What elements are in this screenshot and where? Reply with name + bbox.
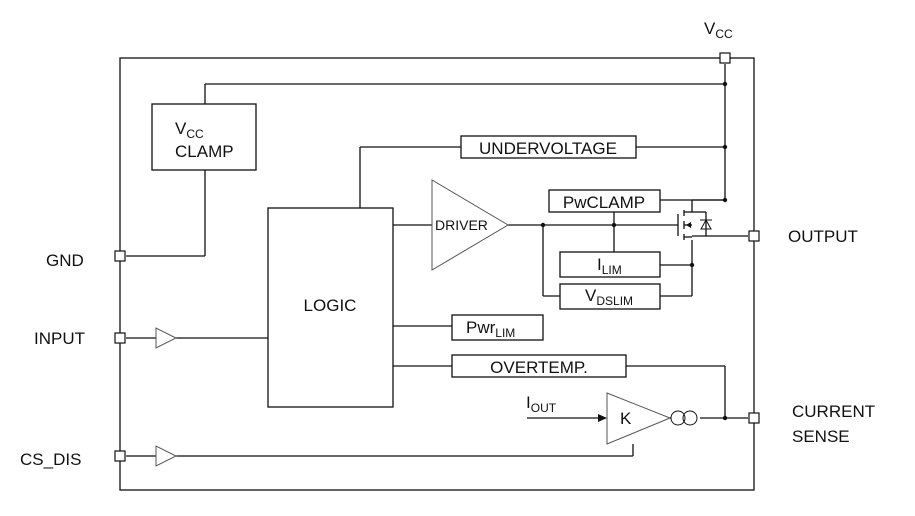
current-sense-pin <box>748 412 760 424</box>
vdslim-block <box>559 283 661 310</box>
pwrlim-block <box>451 314 544 341</box>
driver-label: DRIVER <box>435 217 488 233</box>
pwclamp-block <box>548 189 661 213</box>
output-pin <box>748 230 760 242</box>
current-sense-amplifier <box>606 392 672 445</box>
undervoltage-block <box>460 135 637 159</box>
pwclamp-label: PwCLAMP <box>563 193 645 212</box>
input-buffer <box>155 327 178 349</box>
pwrlim-label: PwrLIM <box>466 318 515 340</box>
input-pin <box>114 332 126 344</box>
wires <box>126 64 748 457</box>
logic-label: LOGIC <box>304 296 357 315</box>
iout-label: IOUT <box>526 393 557 415</box>
ilim-block <box>559 251 661 278</box>
current-sense-label-line2: SENSE <box>792 427 850 446</box>
junction-dots <box>540 81 728 421</box>
ilim-label: ILIM <box>597 255 622 277</box>
cs-dis-buffer <box>155 445 178 467</box>
cs-dis-pin <box>114 450 126 462</box>
vcc-pin <box>719 52 731 64</box>
undervoltage-label: UNDERVOLTAGE <box>479 139 617 158</box>
driver-amplifier <box>431 179 509 271</box>
vcc-clamp-label-line2: CLAMP <box>175 142 234 161</box>
cs-dis-pin-label: CS_DIS <box>20 450 81 469</box>
gnd-pin <box>114 250 126 262</box>
vcc-clamp-block <box>151 103 257 171</box>
vcc-pin-label: VCC <box>704 19 733 41</box>
gnd-pin-label: GND <box>46 251 84 270</box>
overtemp-label: OVERTEMP. <box>490 358 588 377</box>
chip-boundary <box>119 57 755 491</box>
current-source-circle-right <box>682 410 698 426</box>
vcc-clamp-label: VCC <box>175 119 204 141</box>
current-sense-label-line1: CURRENT <box>792 402 875 421</box>
logic-block <box>267 207 394 408</box>
iout-arrow-icon <box>598 414 607 422</box>
output-pin-label: OUTPUT <box>788 227 858 246</box>
mosfet-symbol <box>677 210 692 240</box>
overtemp-block <box>451 354 627 378</box>
body-diode-symbol <box>700 218 712 230</box>
input-pin-label: INPUT <box>34 329 85 348</box>
vdslim-label: VDSLIM <box>585 286 633 308</box>
k-label: K <box>620 409 632 428</box>
